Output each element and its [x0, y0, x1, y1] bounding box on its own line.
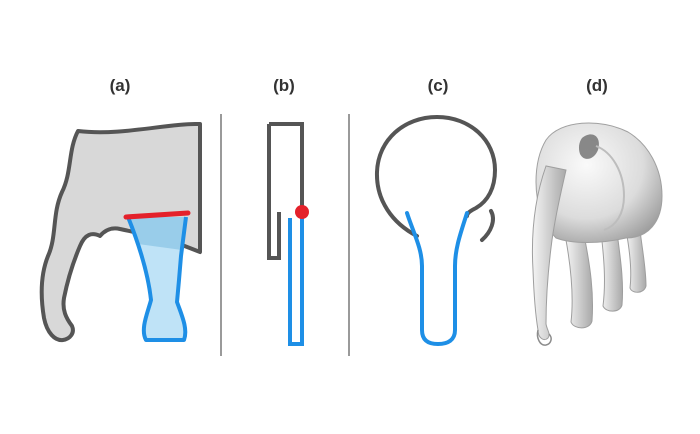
- joint-point-red: [295, 205, 309, 219]
- panel-label-b: (b): [273, 76, 295, 95]
- panel-d-render: [531, 122, 663, 346]
- section-blue-leg: [288, 212, 304, 346]
- panel-a-elephant: [39, 122, 202, 343]
- section-grey-outline: [267, 122, 304, 260]
- elephant-leg-upper-shade: [128, 217, 186, 250]
- panel-label-d: (d): [586, 76, 608, 95]
- cut-line-red: [123, 210, 191, 220]
- render-body: [535, 122, 663, 243]
- loop-blue-leg: [405, 211, 469, 347]
- loop-grey-tail: [480, 209, 495, 242]
- panel-label-c: (c): [427, 76, 449, 95]
- panel-c-loop: [374, 114, 498, 347]
- render-trunk: [531, 165, 567, 341]
- render-back-leg-2: [600, 231, 624, 312]
- render-trunk-tip: [536, 329, 552, 346]
- render-ear-shadow: [578, 134, 599, 159]
- render-front-leg: [565, 239, 594, 329]
- render-back-leg-3: [625, 229, 647, 293]
- elephant-leg-outline: [126, 216, 188, 342]
- panel-label-a: (a): [109, 76, 131, 95]
- elephant-body-outline: [39, 122, 202, 343]
- loop-grey-outline: [374, 114, 498, 238]
- panel-b-section: [267, 122, 309, 346]
- render-ear-fold: [595, 145, 626, 231]
